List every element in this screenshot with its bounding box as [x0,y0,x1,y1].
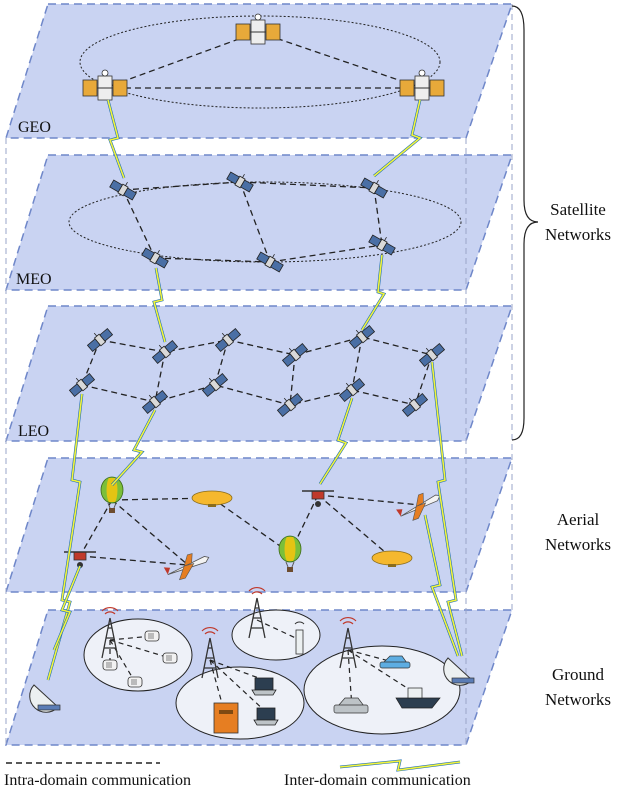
leo-layer-content: LEO [18,321,446,440]
phone-icon [127,676,143,688]
plane-meo [4,154,514,291]
ground-layer-content [29,586,475,740]
legend: Intra-domain communication Inter-domain … [4,759,471,789]
phone-icon [162,652,178,664]
ship-icon [395,687,441,709]
legend-inter-label: Inter-domain communication [284,772,471,789]
car-icon [333,697,369,714]
group-label-aerial-line2: Networks [545,535,611,554]
satellite-networks-brace [511,5,539,441]
phone-icon [102,659,118,671]
laptop-icon [251,677,277,696]
layer-label-leo: LEO [18,423,49,440]
layer-label-meo: MEO [16,271,52,288]
car-icon [379,655,411,669]
group-label-satellite-line1: Satellite [550,200,606,219]
inter-domain-links [46,99,464,681]
router-icon [294,621,305,655]
group-label-ground-line2: Networks [545,690,611,709]
edge-server-icon [213,702,239,734]
geo-layer-content: GEO [18,13,445,136]
laptop-icon [253,707,279,726]
meo-layer-content: MEO [16,167,462,288]
group-label-ground-line1: Ground [552,665,604,684]
group-label-aerial-line1: Aerial [557,510,600,529]
group-label-satellite-line2: Networks [545,225,611,244]
layer-label-geo: GEO [18,119,51,136]
legend-intra-label: Intra-domain communication [4,772,191,789]
plane-leo [4,305,514,442]
aerial-layer-content [63,476,446,584]
frame-lines [5,4,513,745]
phone-icon [144,630,160,642]
